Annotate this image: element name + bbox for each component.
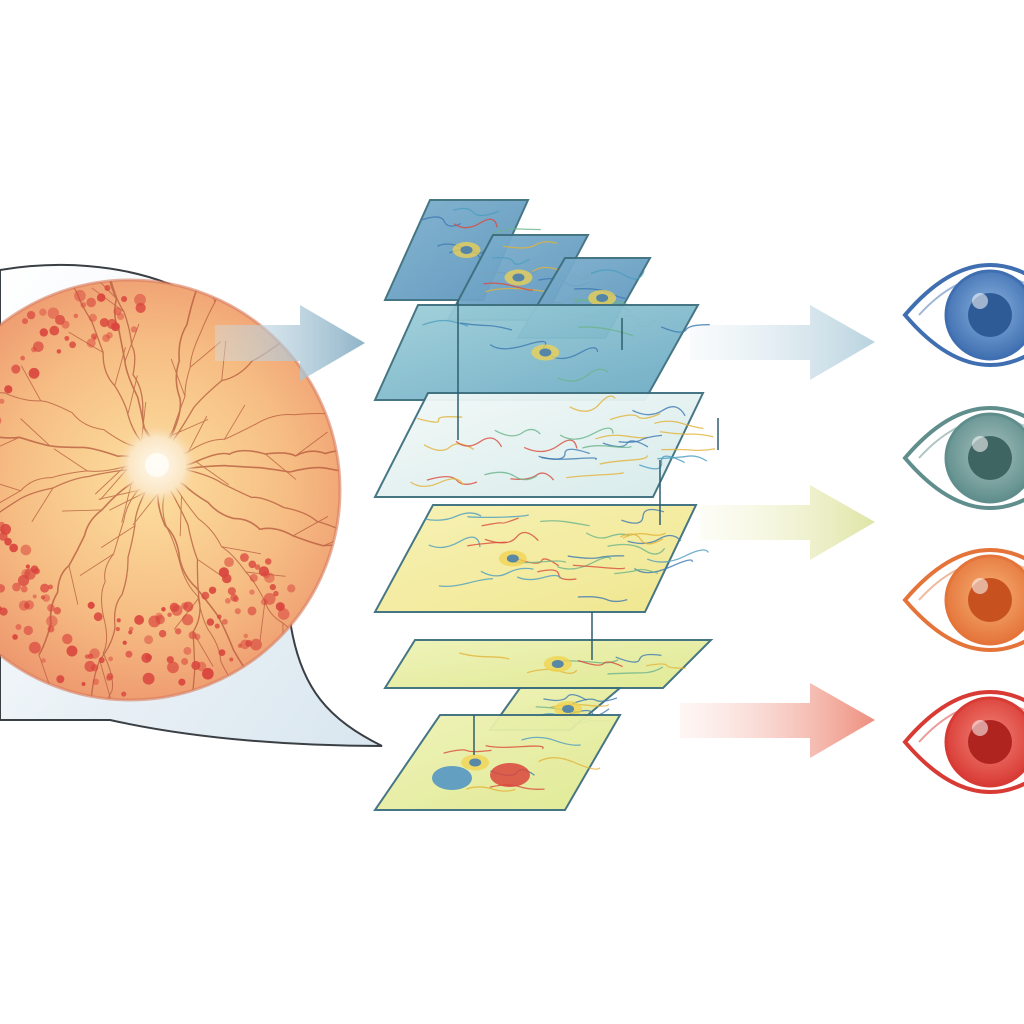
feature-layer (373, 714, 622, 811)
feature-layer (383, 639, 714, 689)
arrow-output-red (680, 683, 875, 758)
feature-layer (373, 392, 716, 498)
feature-layer (373, 304, 710, 401)
eye-icon-red (902, 690, 1024, 794)
arrow-output-yellow (700, 485, 875, 560)
fundus-bubble (0, 263, 383, 747)
node-red (490, 763, 530, 787)
output-eye-icons (902, 263, 1024, 794)
arrow-output-blue (690, 305, 875, 380)
optic-cup (145, 453, 169, 477)
retina-rim (0, 278, 342, 702)
arrow-input (215, 305, 365, 381)
hemorrhage-dots (0, 285, 296, 697)
node-blue (432, 766, 472, 790)
eye-icon-orange (902, 548, 1024, 652)
eye-icon-teal (902, 406, 1024, 510)
retina-fundus (0, 278, 342, 702)
feature-layer (373, 504, 709, 613)
eye-icon-blue (902, 263, 1024, 367)
feature-layer-stack (373, 199, 719, 811)
